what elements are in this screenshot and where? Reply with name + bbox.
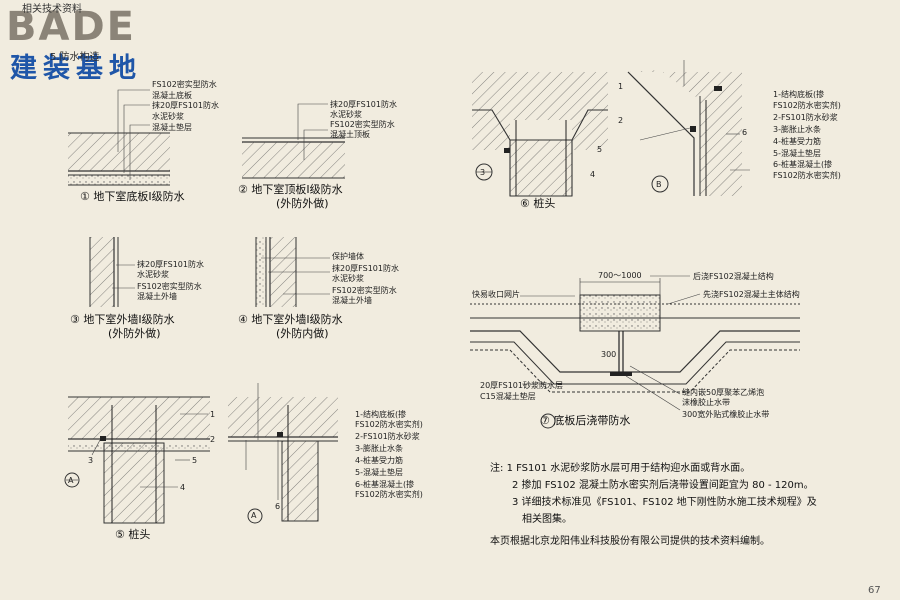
fig2-label: 抹20厚FS101防水 — [330, 100, 397, 109]
fig5-pile-drawing — [64, 383, 338, 524]
fig5-legend: 1-结构底板(掺 — [355, 410, 407, 419]
note-item: 3 详细技术标准见《FS101、FS102 地下刚性防水施工技术规程》及 — [512, 497, 817, 508]
brand-name: BADE — [6, 4, 136, 50]
fig7-label-layer: 20厚FS101砂浆防水层 — [480, 381, 563, 390]
fig6-pile-drawing — [472, 60, 750, 197]
fig5-legend: 4-桩基受力筋 — [355, 456, 403, 465]
doc-tag: 相关技术资料 — [22, 4, 82, 15]
fig7-number: ⑦ — [540, 414, 550, 427]
fig5-callout: 1 — [210, 410, 216, 419]
fig3-label: FS102密实型防水 — [137, 282, 202, 291]
fig6-callout: 4 — [590, 170, 596, 179]
note-item: 相关图集。 — [522, 514, 572, 525]
fig5-callout: 6 — [275, 502, 281, 511]
fig5-callout: 2 — [210, 435, 216, 444]
fig2-label: FS102密实型防水 — [330, 120, 395, 129]
fig4-label: 抹20厚FS101防水 — [332, 264, 399, 273]
fig7-label-seam: 缝内嵌50厚聚苯乙烯泡 — [682, 388, 765, 397]
fig3-label: 混凝土外墙 — [137, 292, 177, 301]
fig2-caption-sub: (外防外做) — [276, 197, 329, 210]
fig7-label-mesh: 快易收口网片 — [472, 290, 520, 299]
fig6-callout: 3 — [480, 168, 486, 177]
fig7-dim-width: 700～1000 — [598, 271, 642, 280]
fig2-number: ② — [238, 183, 248, 196]
fig2-caption: 地下室顶板Ⅰ级防水 — [251, 183, 343, 196]
fig3-caption-sub: (外防外做) — [108, 327, 161, 340]
fig1-label: 混凝土垫层 — [152, 123, 192, 132]
fig3-caption: 地下室外墙Ⅰ级防水 — [83, 313, 175, 326]
fig2-label: 混凝土顶板 — [330, 130, 370, 139]
fig2-label: 水泥砂浆 — [330, 110, 362, 119]
section-title: 5.防水构造 — [50, 52, 100, 63]
fig7-dim-depth: 300 — [601, 350, 617, 359]
fig7-label-strip: 300宽外贴式橡胶止水带 — [682, 410, 770, 419]
fig6-legend: 4-桩基受力筋 — [773, 137, 821, 146]
brand-subtitle: 建装基地 — [10, 53, 142, 84]
note-item: 1 FS101 水泥砂浆防水层可用于结构迎水面或背水面。 — [506, 463, 751, 474]
fig7-label-first: 先浇FS102混凝土主体结构 — [703, 290, 800, 299]
fig6-callout: 1 — [618, 82, 624, 91]
fig5-caption: 桩头 — [128, 528, 151, 541]
brand-logo: BADE 建装基地 — [6, 2, 181, 86]
notes-head: 注: — [490, 463, 504, 474]
fig6-legend: 5-混凝土垫层 — [773, 149, 821, 158]
fig1-label: 混凝土底板 — [152, 91, 192, 100]
fig6-legend: 3-膨胀止水条 — [773, 125, 821, 134]
fig3-label: 抹20厚FS101防水 — [137, 260, 204, 269]
fig3-number: ③ — [70, 313, 80, 326]
fig5-callout: 5 — [192, 456, 198, 465]
fig5-callout: 4 — [180, 483, 186, 492]
fig6-number: ⑥ — [520, 197, 530, 210]
fig6-legend: 1-结构底板(掺 — [773, 90, 825, 99]
fig2-roof-drawing — [242, 103, 345, 179]
fig6-legend: 6-桩基混凝土(掺 — [773, 160, 833, 169]
page-number: 67 — [868, 585, 881, 596]
fig6-detail-mark: B — [656, 180, 662, 189]
note-item: 2 掺加 FS102 混凝土防水密实剂后浇带设置间距宜为 80 - 120m。 — [512, 480, 814, 491]
fig7-caption: 底板后浇带防水 — [553, 414, 631, 427]
fig5-legend: 6-桩基混凝土(掺 — [355, 480, 415, 489]
fig4-label: FS102密实型防水 — [332, 286, 397, 295]
fig5-detail-mark: A — [251, 511, 257, 520]
fig5-callout: 3 — [88, 456, 94, 465]
fig6-callout: 6 — [742, 128, 748, 137]
fig3-label: 水泥砂浆 — [137, 270, 169, 279]
fig6-legend: FS102防水密实剂) — [773, 171, 841, 180]
fig1-caption: 地下室底板Ⅰ级防水 — [93, 190, 185, 203]
fig5-legend: 2-FS101防水砂浆 — [355, 432, 420, 441]
fig6-callout: 2 — [618, 116, 624, 125]
fig7-label-seam: 沫橡胶止水带 — [682, 398, 730, 407]
fig6-callout: 5 — [597, 145, 603, 154]
fig1-label: 水泥砂浆 — [152, 112, 184, 121]
fig6-legend: FS102防水密实剂) — [773, 101, 841, 110]
fig1-number: ① — [80, 190, 90, 203]
fig5-detail-ref: A — [68, 476, 74, 485]
fig4-caption-sub: (外防内做) — [276, 327, 329, 340]
fig4-label: 保护墙体 — [332, 252, 364, 261]
fig1-slab-drawing — [68, 89, 170, 186]
notes-block: 注: 1 FS101 水泥砂浆防水层可用于结构迎水面或背水面。 2 掺加 FS1… — [490, 460, 817, 528]
fig4-label: 水泥砂浆 — [332, 274, 364, 283]
source-footer: 本页根据北京龙阳伟业科技股份有限公司提供的技术资料编制。 — [490, 536, 770, 547]
fig4-label: 混凝土外墙 — [332, 296, 372, 305]
fig4-number: ④ — [238, 313, 248, 326]
fig5-legend: FS102防水密实剂) — [355, 490, 423, 499]
fig7-label-c15: C15混凝土垫层 — [480, 392, 536, 401]
fig1-label: 抹20厚FS101防水 — [152, 101, 219, 110]
fig3-wall-drawing — [89, 237, 135, 307]
fig5-legend: 3-膨胀止水条 — [355, 444, 403, 453]
fig6-legend: 2-FS101防水砂浆 — [773, 113, 838, 122]
fig6-caption: 桩头 — [533, 197, 556, 210]
fig5-legend: 5-混凝土垫层 — [355, 468, 403, 477]
fig7-label-later: 后浇FS102混凝土结构 — [693, 272, 774, 281]
fig5-legend: FS102防水密实剂) — [355, 420, 423, 429]
fig1-label: FS102密实型防水 — [152, 80, 217, 89]
fig4-caption: 地下室外墙Ⅰ级防水 — [251, 313, 343, 326]
fig7-strip-drawing — [470, 275, 800, 429]
fig4-wall-drawing — [255, 237, 330, 307]
fig5-number: ⑤ — [115, 528, 125, 541]
